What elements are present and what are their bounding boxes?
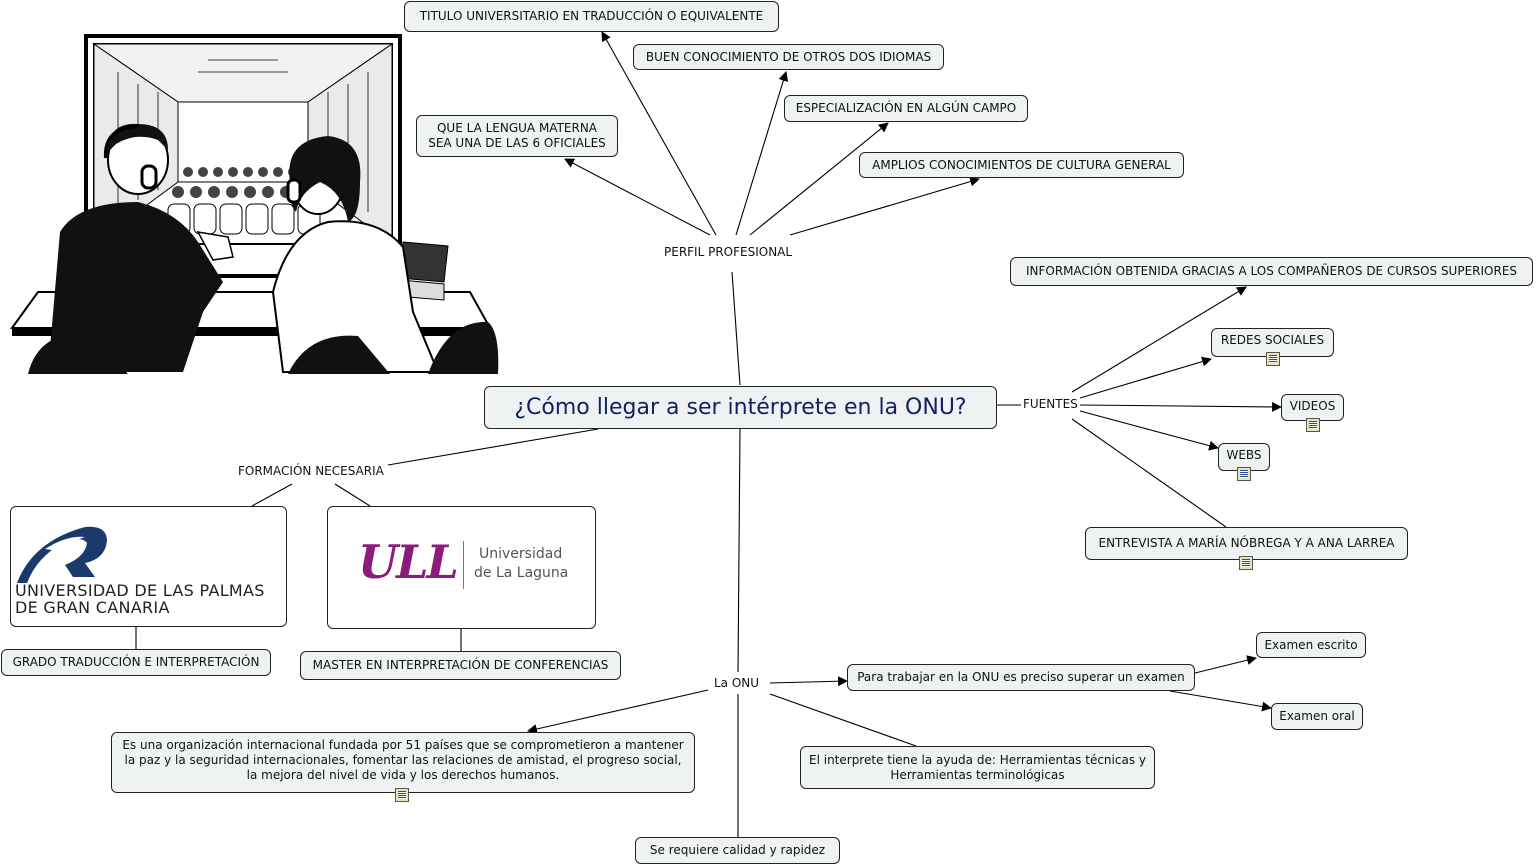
redes-sociales-node[interactable]: REDES SOCIALES: [1211, 328, 1334, 357]
link-onu-examen: [769, 676, 848, 687]
perfil-profesional-label[interactable]: PERFIL PROFESIONAL: [662, 245, 795, 260]
link-main-onu: [737, 428, 741, 673]
main-topic[interactable]: ¿Cómo llegar a ser intérprete en la ONU?: [484, 386, 997, 429]
link-perfil-lengua: [564, 158, 711, 236]
ulpgc-name-line2: DE GRAN CANARIA: [15, 598, 170, 617]
examen-oral-node[interactable]: Examen oral: [1271, 703, 1363, 730]
link-fuentes-webs: [1079, 410, 1219, 451]
main-topic-label: ¿Cómo llegar a ser intérprete en la ONU?: [514, 394, 967, 420]
resource-icon[interactable]: [1239, 556, 1253, 570]
lengua-materna-line2: SEA UNA DE LAS 6 OFICIALES: [428, 136, 606, 150]
lengua-materna-line1: QUE LA LENGUA MATERNA: [436, 121, 598, 135]
master-interpretacion-label: MASTER EN INTERPRETACIÓN DE CONFERENCIAS: [312, 658, 609, 672]
especializacion-label: ESPECIALIZACIÓN EN ALGÚN CAMPO: [795, 101, 1017, 115]
cultura-general-node[interactable]: AMPLIOS CONOCIMIENTOS DE CULTURA GENERAL: [859, 152, 1184, 178]
ull-logo-box[interactable]: ULL Universidad de La Laguna: [327, 506, 596, 629]
link-perfil-cultura: [789, 176, 980, 236]
idiomas-node[interactable]: BUEN CONOCIMIENTO DE OTROS DOS IDIOMAS: [633, 44, 944, 70]
link-formacion-ulpgc: [251, 483, 293, 507]
resource-icon[interactable]: [1266, 352, 1280, 366]
entrevista-node[interactable]: ENTREVISTA A MARÍA NÓBREGA Y A ANA LARRE…: [1085, 527, 1408, 560]
idiomas-label: BUEN CONOCIMIENTO DE OTROS DOS IDIOMAS: [645, 49, 932, 64]
grado-traduccion-node[interactable]: GRADO TRADUCCIÓN E INTERPRETACIÓN: [1, 649, 271, 676]
link-perfil-idiomas: [735, 71, 789, 236]
calidad-node[interactable]: Se requiere calidad y rapidez: [635, 837, 840, 864]
examen-label: Para trabajar en la ONU es preciso super…: [857, 670, 1185, 684]
ayuda-line2: Herramientas terminológicas: [890, 767, 1065, 782]
lengua-materna-node[interactable]: QUE LA LENGUA MATERNA SEA UNA DE LAS 6 O…: [416, 115, 618, 157]
grado-traduccion-label: GRADO TRADUCCIÓN E INTERPRETACIÓN: [12, 655, 260, 669]
link-onu-ayuda: [769, 693, 917, 747]
redes-sociales-label: REDES SOCIALES: [1220, 333, 1325, 347]
ulpgc-name-line1: UNIVERSIDAD DE LAS PALMAS: [15, 581, 265, 600]
formacion-necesaria-label[interactable]: FORMACIÓN NECESARIA: [236, 464, 386, 479]
link-fuentes-entrevista: [1071, 418, 1227, 528]
resource-icon[interactable]: [395, 788, 409, 802]
ayuda-node[interactable]: El interprete tiene la ayuda de: Herrami…: [800, 746, 1155, 789]
titulo-universitario-label: TITULO UNIVERSITARIO EN TRADUCCIÓN O EQU…: [419, 9, 764, 23]
organizacion-line3: la mejora del nivel de vida y los derech…: [246, 768, 560, 782]
calidad-label: Se requiere calidad y rapidez: [649, 843, 826, 857]
examen-escrito-node[interactable]: Examen escrito: [1256, 632, 1366, 658]
link-perfil-especializacion: [749, 122, 889, 236]
videos-label: VIDEOS: [1289, 399, 1336, 413]
link-fuentes-redes: [1079, 356, 1212, 399]
link-formacion-ull: [334, 483, 371, 507]
link-fuentes-videos: [1079, 401, 1282, 412]
informacion-companeros-label: INFORMACIÓN OBTENIDA GRACIAS A LOS COMPA…: [1025, 264, 1518, 278]
resource-icon[interactable]: [1306, 418, 1320, 432]
ull-logo-divider: [463, 541, 464, 589]
ull-name-line2: de La Laguna: [474, 565, 569, 581]
entrevista-label: ENTREVISTA A MARÍA NÓBREGA Y A ANA LARRE…: [1098, 536, 1395, 550]
master-interpretacion-node[interactable]: MASTER EN INTERPRETACIÓN DE CONFERENCIAS: [300, 651, 621, 680]
ayuda-line1: El interprete tiene la ayuda de: Herrami…: [809, 752, 1146, 767]
organizacion-line1: Es una organización internacional fundad…: [122, 738, 684, 752]
ull-logo-mark: ULL: [358, 535, 459, 589]
webs-label: WEBS: [1226, 448, 1262, 462]
resource-icon[interactable]: [1237, 467, 1251, 481]
link-fuentes-info: [1071, 286, 1247, 393]
organizacion-node[interactable]: Es una organización internacional fundad…: [111, 732, 695, 793]
interpreter-booth-illustration: [10, 34, 499, 374]
fuentes-label[interactable]: FUENTES: [1021, 397, 1080, 412]
examen-oral-label: Examen oral: [1279, 709, 1355, 723]
titulo-universitario-node[interactable]: TITULO UNIVERSITARIO EN TRADUCCIÓN O EQU…: [404, 1, 779, 32]
informacion-companeros-node[interactable]: INFORMACIÓN OBTENIDA GRACIAS A LOS COMPA…: [1010, 257, 1533, 286]
la-onu-label[interactable]: La ONU: [712, 676, 762, 691]
ull-name-line1: Universidad: [479, 546, 563, 562]
videos-node[interactable]: VIDEOS: [1281, 394, 1344, 421]
ulpgc-logo-box[interactable]: UNIVERSIDAD DE LAS PALMAS DE GRAN CANARI…: [10, 506, 287, 627]
ulpgc-logo-mark: [17, 526, 107, 583]
link-onu-organizacion: [527, 689, 709, 734]
examen-node[interactable]: Para trabajar en la ONU es preciso super…: [847, 664, 1195, 691]
link-examen-oral: [1169, 690, 1272, 712]
link-perfil-titulo: [601, 31, 717, 236]
link-examen-escrito: [1194, 655, 1257, 674]
examen-escrito-label: Examen escrito: [1264, 637, 1358, 652]
cultura-general-label: AMPLIOS CONOCIMIENTOS DE CULTURA GENERAL: [872, 157, 1171, 172]
link-main-perfil: [731, 271, 741, 386]
organizacion-line2: la paz y la seguridad internacionales, f…: [124, 753, 682, 767]
link-main-formacion: [387, 428, 599, 466]
especializacion-node[interactable]: ESPECIALIZACIÓN EN ALGÚN CAMPO: [784, 95, 1028, 122]
